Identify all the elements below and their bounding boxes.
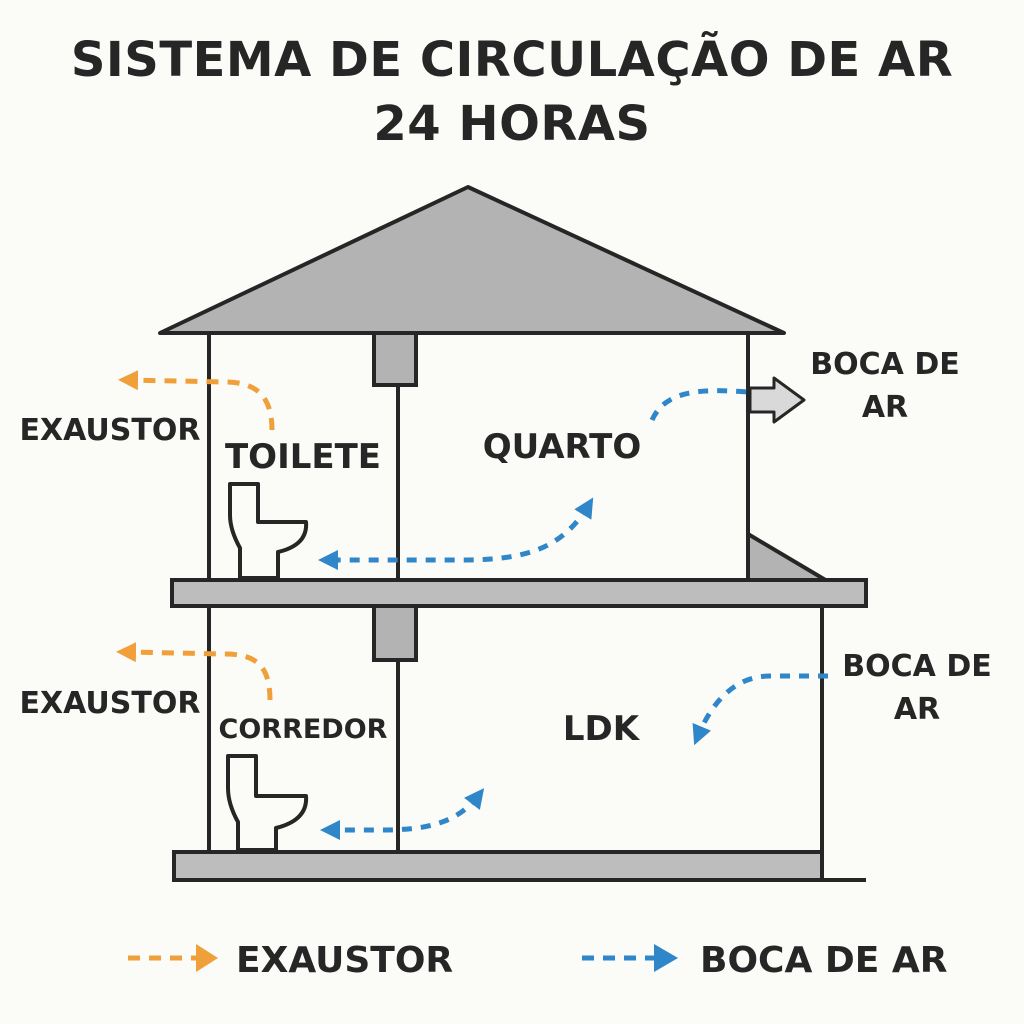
exhaust-arrow-upper [118,370,275,431]
air-flow-lower-room [320,788,485,840]
air-flow-upper-inlet [649,388,749,422]
legend-exhaust-arrowhead [196,944,218,972]
air-flow-upper-room [318,497,594,570]
room-label-ldk: LDK [563,709,641,749]
lower-duct [372,604,418,662]
room-label-bedroom: QUARTO [483,427,642,467]
ground-floor-slab [172,850,824,882]
label-exhaust-lower: EXAUSTOR [20,686,201,721]
middle-floor-slab [170,578,868,608]
label-air-inlet-upper-1: BOCA DE [810,347,959,382]
label-air-inlet-lower-1: BOCA DE [842,649,991,684]
exhaust-arrow-lower [116,642,273,701]
page-title: SISTEMA DE CIRCULAÇÃO DE AR 24 HORAS [0,28,1024,156]
upper-duct [372,331,418,387]
roof [158,185,786,335]
air-flow-lower-inlet [692,673,828,746]
title-line-1: SISTEMA DE CIRCULAÇÃO DE AR [70,32,954,88]
legend-air-inlet-label: BOCA DE AR [700,940,947,981]
legend-air-inlet-arrowhead [654,944,678,972]
legend-exhaust-label: EXAUSTOR [236,940,453,981]
label-air-inlet-lower-2: AR [894,692,940,727]
label-air-inlet-upper-2: AR [862,390,908,425]
room-label-toilet: TOILETE [225,437,381,477]
toilet-icon [226,754,309,852]
room-label-corridor: CORREDOR [219,714,388,745]
legend: EXAUSTOR BOCA DE AR [128,940,947,981]
title-line-2: 24 HORAS [373,96,651,152]
vent-arrow-icon [748,376,806,424]
label-exhaust-upper: EXAUSTOR [20,413,201,448]
toilet-icon [228,482,309,580]
